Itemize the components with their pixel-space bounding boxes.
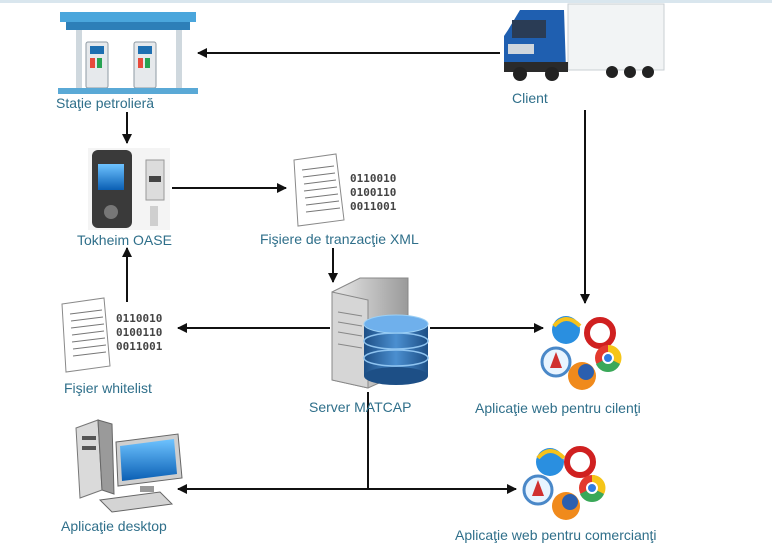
web-merchants-label: Aplicaţie web pentru comercianţi — [455, 527, 657, 543]
server-database-icon — [331, 277, 429, 389]
top-border — [0, 0, 772, 3]
gas-station-label: Staţie petrolieră — [56, 95, 155, 111]
whitelist-label: Fişier whitelist — [64, 380, 152, 396]
tokheim-label: Tokheim OASE — [77, 232, 172, 248]
web-clients-label: Aplicaţie web pentru cilenţi — [475, 400, 641, 416]
browsers-icon-merchants — [522, 446, 606, 520]
browsers-icon-clients — [540, 316, 622, 390]
xml-files-label: Fişiere de tranzacţie XML — [260, 231, 419, 247]
svg-text:0100110: 0100110 — [116, 326, 162, 339]
arrow-server-to-desktop-and-merchants — [177, 392, 517, 494]
server-label: Server MATCAP — [309, 399, 412, 415]
client-label: Client — [512, 90, 548, 106]
desktop-label: Aplicaţie desktop — [61, 518, 167, 534]
desktop-computer-icon — [75, 419, 183, 513]
svg-text:0011001: 0011001 — [350, 200, 397, 213]
svg-text:0100110: 0100110 — [350, 186, 396, 199]
whitelist-document-icon: 0110010 0100110 0011001 — [61, 297, 163, 373]
svg-text:0110010: 0110010 — [116, 312, 162, 325]
svg-text:0110010: 0110010 — [350, 172, 396, 185]
xml-document-icon: 0110010 0100110 0011001 — [293, 153, 397, 227]
svg-text:0011001: 0011001 — [116, 340, 163, 353]
truck-icon — [504, 3, 665, 81]
fuel-terminal-icon — [88, 148, 170, 230]
gas-station-icon — [58, 12, 198, 94]
